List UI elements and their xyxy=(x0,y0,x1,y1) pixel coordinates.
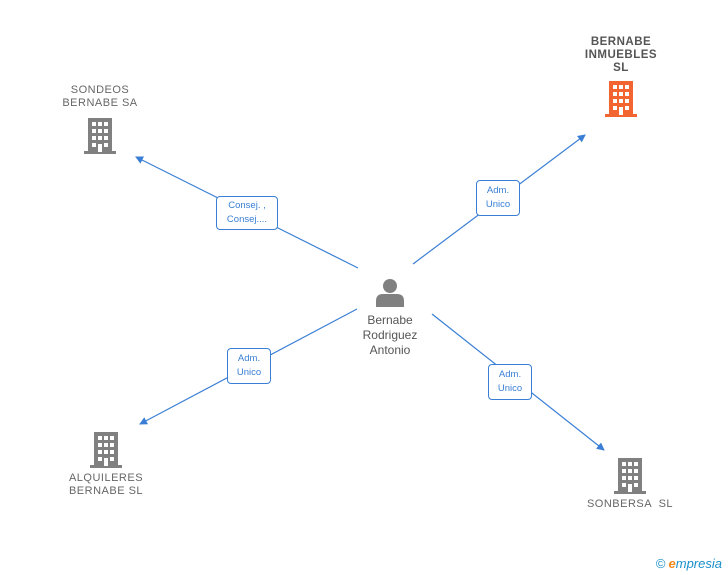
building-icon xyxy=(614,458,646,494)
relation-badge-alquileres[interactable]: Adm. Unico xyxy=(227,348,271,384)
building-icon xyxy=(605,81,637,117)
empresia-logo: ©empresia xyxy=(656,556,722,571)
relation-label-line1: Consej. , xyxy=(228,200,266,211)
company-node-bernabe-inmuebles[interactable]: BERNABE INMUEBLES SL xyxy=(570,36,672,117)
relation-badge-bernabe-inmuebles[interactable]: Adm. Unico xyxy=(476,180,520,216)
company-node-sonbersa[interactable]: SONBERSA SL xyxy=(578,458,682,511)
company-name: ALQUILERES BERNABE SL xyxy=(68,472,144,497)
person-node[interactable]: Bernabe Rodriguez Antonio xyxy=(340,277,440,358)
relation-label-line1: Adm. xyxy=(486,185,510,196)
relation-label-line2: Unico xyxy=(497,383,523,394)
company-name: SONBERSA SL xyxy=(586,498,674,510)
relation-label-line2: Unico xyxy=(236,367,262,378)
relation-label-line1: Adm. xyxy=(237,353,261,364)
brand-initial: e xyxy=(668,556,676,571)
company-node-sondeos[interactable]: SONDEOS BERNABE SA xyxy=(48,84,152,154)
building-icon xyxy=(90,432,122,468)
relation-label-line2: Consej.... xyxy=(226,214,268,225)
copyright-symbol: © xyxy=(655,556,666,571)
relation-label-line1: Adm. xyxy=(498,369,522,380)
relation-badge-sonbersa[interactable]: Adm. Unico xyxy=(488,364,532,400)
company-name: SONDEOS BERNABE SA xyxy=(62,84,138,109)
company-node-alquileres[interactable]: ALQUILERES BERNABE SL xyxy=(54,432,158,498)
brand-name: mpresia xyxy=(675,556,722,571)
company-name: BERNABE INMUEBLES SL xyxy=(584,36,658,74)
building-icon xyxy=(84,118,116,154)
relation-badge-sondeos[interactable]: Consej. , Consej.... xyxy=(216,196,278,230)
person-name: Bernabe Rodriguez Antonio xyxy=(362,313,418,357)
person-icon xyxy=(376,279,404,307)
relation-label-line2: Unico xyxy=(485,199,511,210)
